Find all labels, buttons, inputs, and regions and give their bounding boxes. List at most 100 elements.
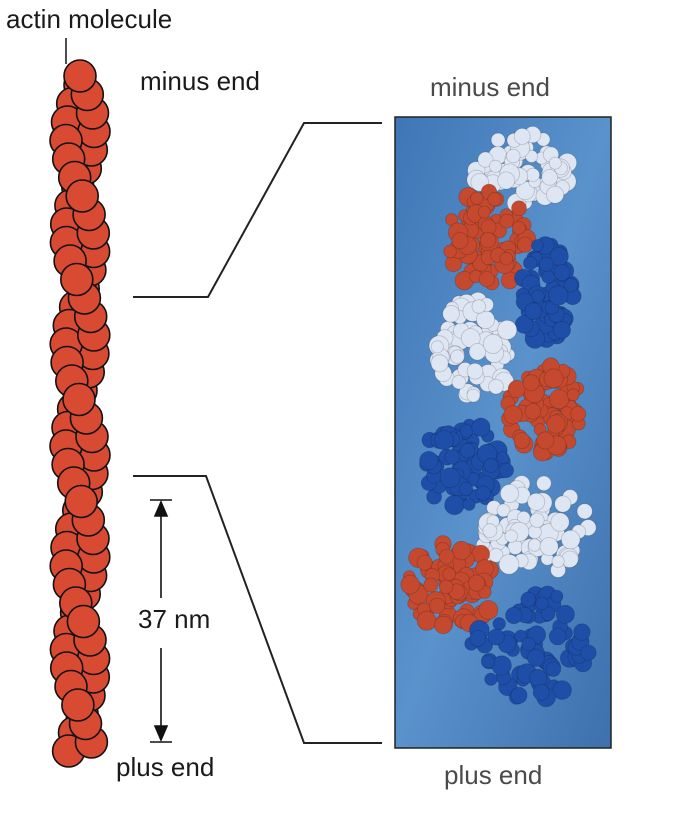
model-atom xyxy=(538,256,555,272)
model-atom xyxy=(536,431,555,450)
model-atom xyxy=(482,333,503,354)
model-atom xyxy=(550,589,564,603)
model-atom xyxy=(477,205,491,219)
left-minus-end-label: minus end xyxy=(140,66,260,96)
model-atom xyxy=(532,683,550,701)
model-atom xyxy=(514,629,528,643)
model-atom xyxy=(536,475,552,492)
actin-subunit xyxy=(66,604,101,639)
zoom-connector-bottom xyxy=(133,475,382,744)
model-atom xyxy=(499,251,514,266)
model-atom xyxy=(471,299,487,314)
actin-subunit xyxy=(62,382,96,417)
model-atom xyxy=(487,628,505,646)
model-atom xyxy=(561,529,581,550)
model-atom xyxy=(478,600,499,620)
model-atom xyxy=(498,553,520,575)
model-atom xyxy=(488,378,504,395)
model-atom xyxy=(513,127,531,145)
model-atom xyxy=(481,654,495,669)
model-atom xyxy=(487,191,502,207)
model-atom xyxy=(552,320,572,340)
model-atom xyxy=(524,302,543,321)
model-atom xyxy=(573,623,591,641)
model-atom xyxy=(484,672,498,686)
model-atom xyxy=(434,430,455,451)
model-atom xyxy=(539,537,559,557)
model-atom xyxy=(468,574,486,592)
model-atom xyxy=(439,467,461,489)
length-label: 37 nm xyxy=(138,604,211,634)
space-filling-model-panel xyxy=(394,116,612,749)
model-atom xyxy=(451,374,467,390)
model-subunit-cluster xyxy=(419,417,515,516)
model-atom xyxy=(458,481,474,497)
model-atom xyxy=(576,503,593,520)
model-atom xyxy=(498,462,515,479)
model-subunit-cluster xyxy=(500,357,587,462)
model-atom xyxy=(479,231,497,249)
model-atom xyxy=(510,686,528,704)
model-atom xyxy=(527,492,546,511)
model-atom xyxy=(442,567,457,581)
model-atom xyxy=(438,548,455,565)
model-atom xyxy=(543,368,564,389)
model-atom xyxy=(546,414,566,434)
model-atom xyxy=(550,512,570,532)
model-atom xyxy=(531,239,544,252)
model-atom xyxy=(470,191,484,206)
model-atom xyxy=(499,213,515,229)
model-atom xyxy=(506,148,521,164)
model-atom xyxy=(525,149,539,163)
model-atom xyxy=(423,577,439,593)
model-atom xyxy=(439,579,454,595)
model-subunit-cluster xyxy=(466,126,578,213)
model-atom xyxy=(540,606,556,621)
model-atom xyxy=(471,417,491,437)
right-plus-end-label: plus end xyxy=(444,760,543,790)
model-atom xyxy=(522,374,540,392)
model-atom xyxy=(548,627,567,646)
model-atom xyxy=(535,596,549,611)
model-subunit-cluster xyxy=(475,475,597,578)
actin-subunit xyxy=(64,484,98,519)
model-atom xyxy=(490,132,506,148)
actin-subunit xyxy=(61,688,95,722)
model-atom xyxy=(451,540,472,561)
model-atom xyxy=(554,495,572,513)
model-atom xyxy=(496,451,510,465)
model-atom xyxy=(478,271,495,288)
model-atom xyxy=(419,450,439,471)
model-atom xyxy=(524,403,542,420)
actin-subunit xyxy=(65,179,99,213)
model-atom xyxy=(505,606,523,625)
model-atom xyxy=(514,315,534,334)
model-atom xyxy=(459,442,476,459)
model-atom xyxy=(580,644,597,661)
model-subunit-cluster xyxy=(428,291,518,403)
model-atom xyxy=(430,354,449,373)
model-atom xyxy=(570,405,587,422)
model-atom xyxy=(548,156,562,170)
length-dimension-arrow xyxy=(150,499,172,743)
model-atom xyxy=(496,503,511,518)
actin-filament-spheres xyxy=(49,59,111,768)
model-atom xyxy=(429,597,446,614)
left-plus-end-label: plus end xyxy=(116,752,215,782)
model-atom xyxy=(430,340,444,354)
model-atom xyxy=(548,285,569,306)
model-atom xyxy=(513,432,531,449)
model-atom xyxy=(566,388,580,402)
model-subunit-cluster xyxy=(514,236,582,349)
model-atom xyxy=(468,343,487,361)
model-atom xyxy=(563,277,579,293)
model-atom xyxy=(541,269,556,284)
model-subunit-cluster xyxy=(464,585,597,708)
model-atom xyxy=(520,591,537,608)
model-atom xyxy=(444,449,460,465)
model-atom xyxy=(553,263,571,281)
zoom-connector-top xyxy=(133,122,382,298)
model-atom xyxy=(442,304,460,323)
